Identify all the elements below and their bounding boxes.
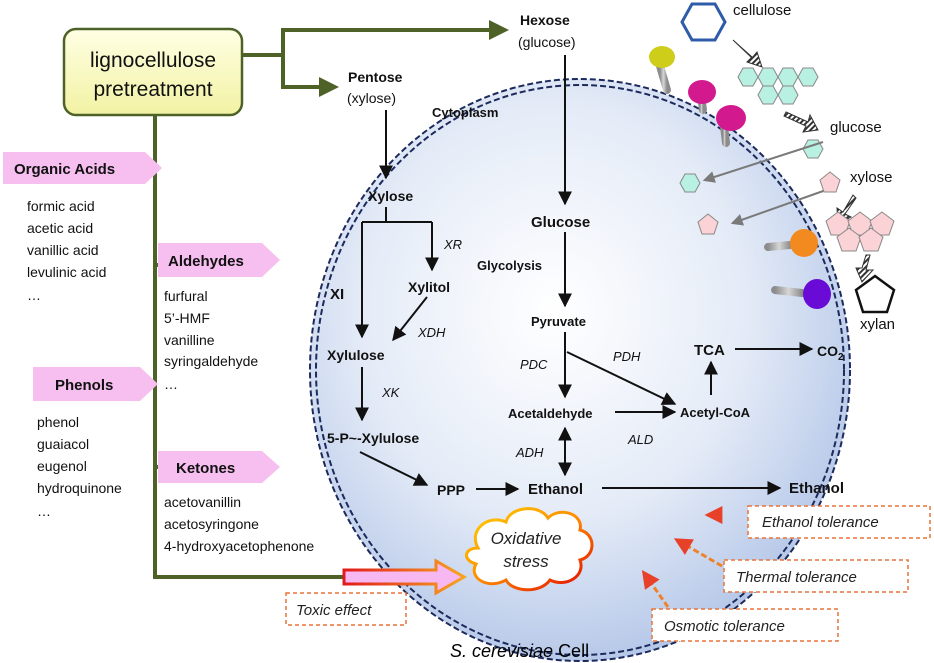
svg-text:Aldehydes: Aldehydes: [168, 253, 244, 270]
enzyme-magenta-icon: [716, 105, 746, 131]
compound: 5’-HMF: [164, 310, 210, 326]
svg-text:Organic Acids: Organic Acids: [14, 161, 115, 178]
toxic-effect-label: Toxic effect: [296, 602, 372, 619]
pretreatment-box: lignocellulose pretreatment: [62, 27, 244, 117]
xr-enzyme: XR: [443, 237, 462, 252]
compound: furfural: [164, 288, 208, 304]
ald-enzyme: ALD: [627, 432, 653, 447]
compound: hydroquinone: [37, 480, 122, 496]
compound: acetosyringone: [164, 516, 259, 532]
glucose-label: glucose: [830, 119, 882, 136]
tolerance-osmotic: Osmotic tolerance: [641, 570, 839, 642]
xylose-monomer-icon: [819, 171, 841, 193]
compound: formic acid: [27, 198, 95, 214]
organic-acids-list: formic acid acetic acid vanillic acid le…: [27, 198, 106, 303]
pathway-labels: Xylose XI XR Xylitol XDH Xylulose XK 5-P…: [327, 188, 844, 498]
hexose-sub-label: (glucose): [518, 34, 576, 50]
compound: levulinic acid: [27, 264, 106, 280]
free-xylose-icon: [697, 213, 719, 235]
tolerance-thermal: Thermal tolerance: [673, 538, 909, 593]
compound: acetovanillin: [164, 494, 241, 510]
compound: vanilline: [164, 332, 215, 348]
co2-node: CO2: [817, 343, 844, 363]
enzyme-purple-icon: [803, 279, 831, 309]
xylan-chain-icon: [825, 211, 895, 252]
pentose-label: Pentose: [348, 69, 403, 85]
category-phenols: Phenols: [33, 367, 158, 401]
phenols-list: phenol guaiacol eugenol hydroquinone …: [37, 414, 122, 519]
compound: 4-hydroxyacetophenone: [164, 538, 314, 554]
pdh-enzyme: PDH: [613, 349, 641, 364]
svg-text:Ketones: Ketones: [176, 460, 235, 477]
compound: acetic acid: [27, 220, 93, 236]
tolerance-ethanol: Ethanol tolerance: [704, 505, 931, 539]
cell-membrane-inner: [315, 84, 845, 656]
hatched-arrow-icon: [783, 111, 819, 133]
xylulose-node: Xylulose: [327, 347, 385, 363]
toxic-effect-arrow: [342, 558, 468, 596]
svg-text:Osmotic tolerance: Osmotic tolerance: [664, 618, 785, 635]
compound: eugenol: [37, 458, 87, 474]
xylitol-node: Xylitol: [408, 279, 450, 295]
acetaldehyde-node: Acetaldehyde: [508, 406, 593, 421]
toxic-effect-box: Toxic effect: [285, 592, 407, 626]
cellulose-label: cellulose: [733, 2, 791, 19]
pyruvate-node: Pyruvate: [531, 314, 586, 329]
tca-node: TCA: [694, 342, 725, 359]
category-organic-acids: Organic Acids: [3, 152, 162, 184]
monomer-arrows: [702, 141, 827, 226]
category-ketones: Ketones: [158, 451, 280, 483]
xylan-pentagon-icon: [854, 274, 896, 314]
compound: …: [164, 376, 178, 392]
pdc-enzyme: PDC: [520, 357, 548, 372]
cellulose-hexagon-icon: [680, 2, 727, 42]
acetyl-coa-node: Acetyl-CoA: [680, 405, 751, 420]
oxidative-stress-cloud: Oxidative stress: [465, 507, 594, 592]
compound: …: [27, 287, 41, 303]
hexose-label: Hexose: [520, 12, 570, 28]
aldehydes-list: furfural 5’-HMF vanilline syringaldehyde…: [164, 288, 258, 392]
ethanol-inside-node: Ethanol: [528, 481, 583, 498]
hatched-arrow-icon: [855, 254, 875, 283]
xylan-label: xylan: [860, 316, 895, 333]
pentose-sub-label: (xylose): [347, 90, 396, 106]
compound: …: [37, 503, 51, 519]
oxidative-stress-line1: Oxidative: [491, 529, 562, 548]
ketones-list: acetovanillin acetosyringone 4-hydroxyac…: [164, 494, 314, 554]
pretreatment-label-line1: lignocellulose: [90, 49, 216, 72]
svg-text:Thermal tolerance: Thermal tolerance: [736, 569, 857, 586]
svg-text:Ethanol tolerance: Ethanol tolerance: [762, 514, 879, 531]
glucose-node: Glucose: [531, 214, 590, 231]
glucose-chain-icon: [737, 67, 819, 105]
xylose-node: Xylose: [368, 188, 413, 204]
free-glucose-icon: [679, 173, 701, 193]
xi-enzyme: XI: [330, 286, 344, 303]
compound: syringaldehyde: [164, 353, 258, 369]
pretreatment-label-line2: pretreatment: [93, 78, 212, 101]
adh-enzyme: ADH: [515, 445, 544, 460]
svg-text:Phenols: Phenols: [55, 377, 113, 394]
ppp-node: PPP: [437, 482, 465, 498]
cytoplasm-label: Cytoplasm: [432, 105, 498, 120]
xylose-label: xylose: [850, 169, 893, 186]
compound: vanillic acid: [27, 242, 99, 258]
hatched-arrow-icon: [732, 39, 763, 68]
glycolysis-label: Glycolysis: [477, 258, 542, 273]
xdh-enzyme: XDH: [417, 325, 446, 340]
cell-caption: S. cerevisiae Cell: [450, 641, 589, 661]
ethanol-outside-node: Ethanol: [789, 480, 844, 497]
compound: guaiacol: [37, 436, 89, 452]
pathway-arrows: [355, 55, 814, 496]
category-aldehydes: Aldehydes: [158, 243, 280, 277]
enzyme-magenta-icon: [688, 80, 716, 104]
oxidative-stress-line2: stress: [503, 552, 549, 571]
enzyme-orange-icon: [790, 229, 818, 257]
compound: phenol: [37, 414, 79, 430]
enzyme-yellow-icon: [649, 46, 675, 68]
xk-enzyme: XK: [381, 385, 401, 400]
xylulose-5p-node: 5-P~-Xylulose: [327, 430, 419, 446]
